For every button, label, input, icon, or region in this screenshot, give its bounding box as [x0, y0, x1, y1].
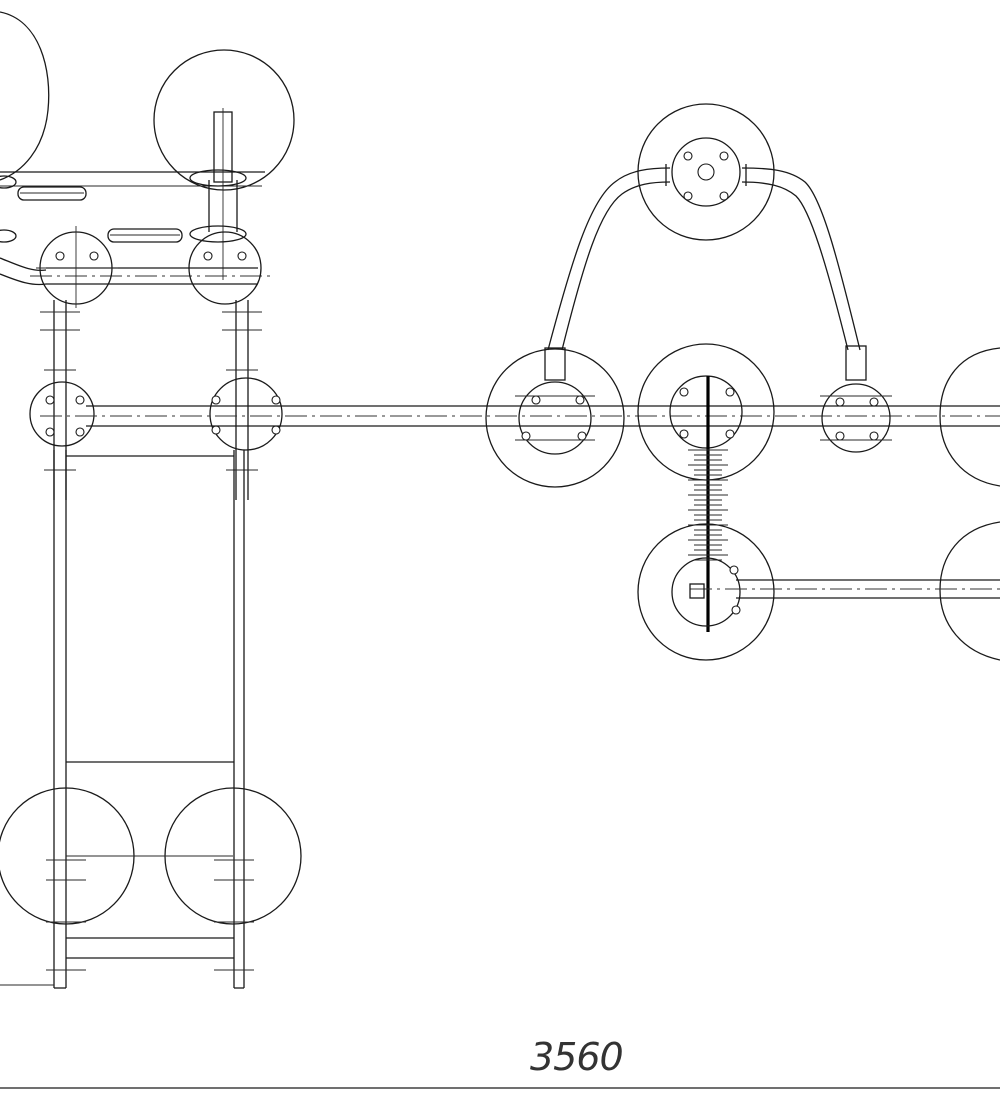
dimension-label: 3560: [530, 1035, 623, 1079]
left-top-assembly: [0, 11, 295, 308]
vertical-rod-hatched: [688, 376, 728, 632]
slot-middle: [107, 228, 183, 243]
large-circle-partial: [0, 11, 50, 181]
slot-top: [17, 186, 87, 201]
circle-upper: [153, 49, 295, 191]
flange-circle-right: [188, 231, 262, 305]
lower-center-assembly: [637, 523, 1000, 661]
center-arch: [544, 103, 867, 381]
arch-top-circle: [637, 103, 775, 241]
left-frame: [0, 300, 302, 989]
main-horizontal-pipe: [40, 405, 1000, 427]
dimension-group: 3560: [0, 1035, 1000, 1089]
center-nodes: [485, 343, 1000, 661]
